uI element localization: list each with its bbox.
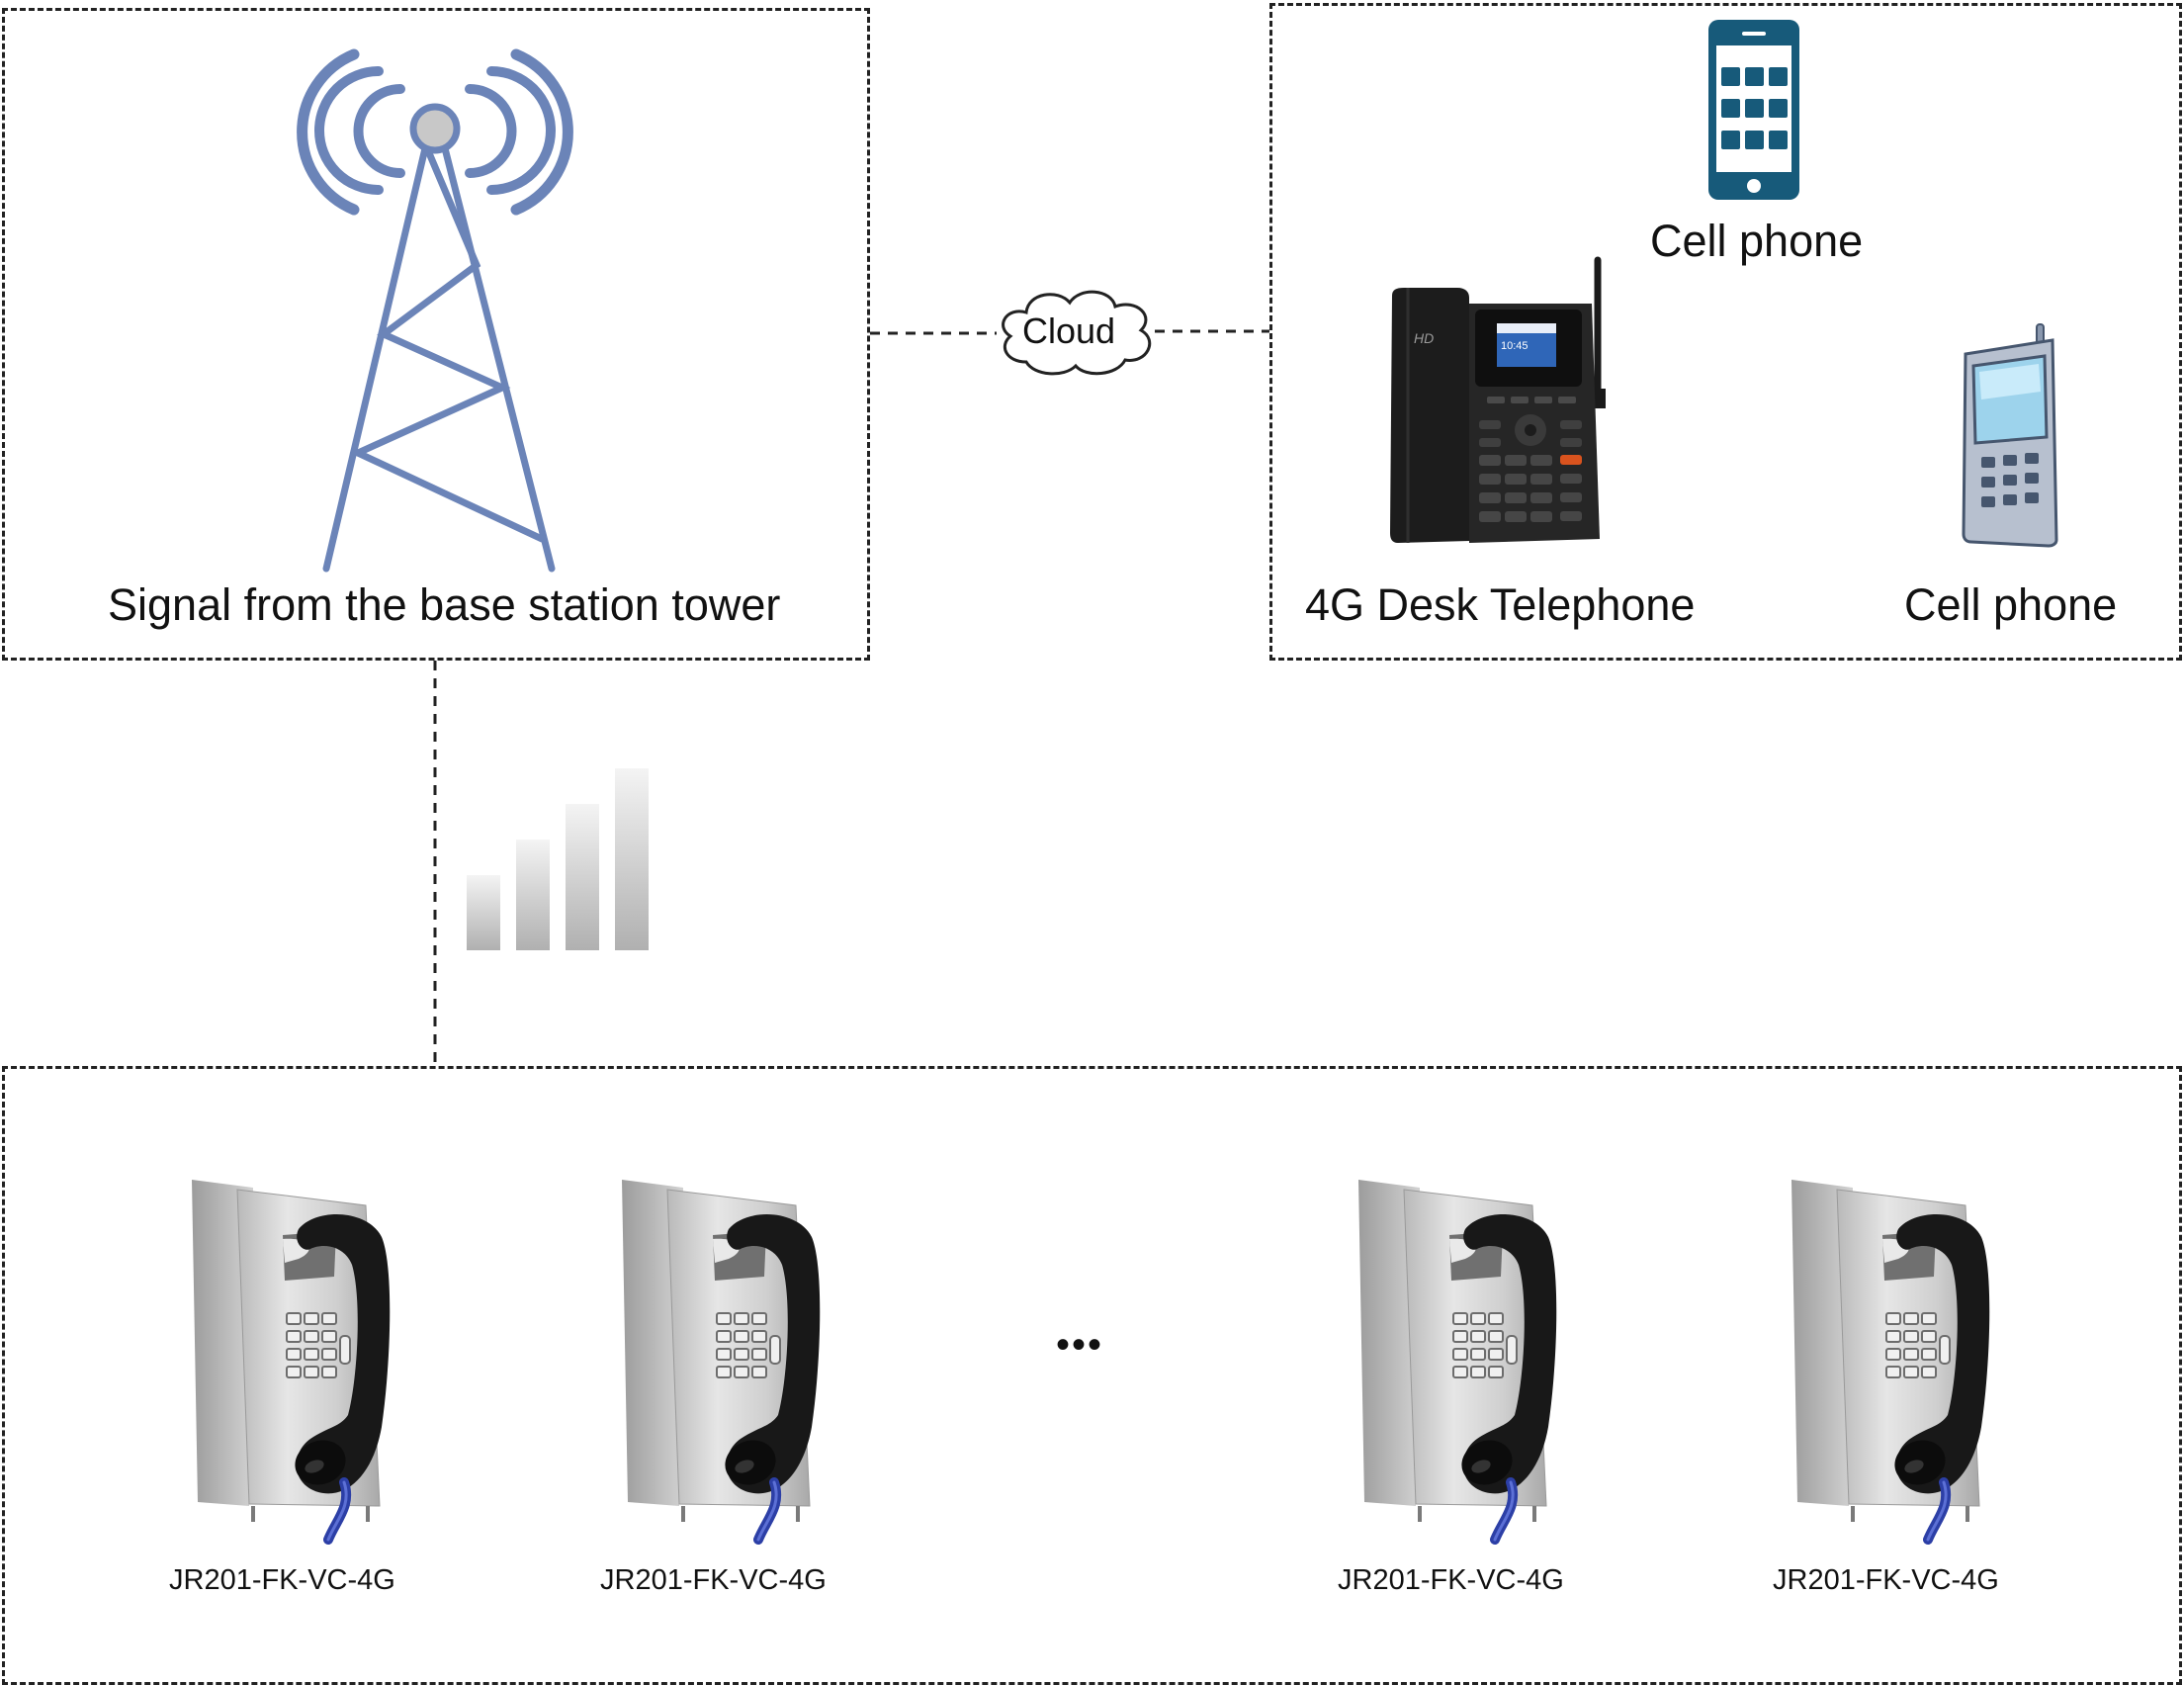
cloud-label: Cloud: [1022, 310, 1116, 351]
emergency-phone-2-label: JR201-FK-VC-4G: [600, 1564, 827, 1596]
base-station-tower-icon: [297, 48, 573, 573]
desk-phone-logo: HD: [1414, 330, 1434, 346]
smartphone-icon: [1708, 20, 1799, 200]
cloud-icon: [1002, 290, 1152, 376]
emergency-phones-group-box: [2, 1066, 2182, 1685]
desk-phone-screen-time: 10:45: [1501, 340, 1529, 352]
signal-strength-icon: [467, 768, 649, 950]
emergency-phone-4-icon: [1788, 1180, 2005, 1546]
emergency-phone-1-label: JR201-FK-VC-4G: [169, 1564, 395, 1596]
devices-group-box: [1269, 3, 2182, 661]
desk-telephone-icon: HD 10:45: [1390, 256, 1606, 543]
smartphone-label: Cell phone: [1650, 216, 1864, 266]
desk-telephone-label: 4G Desk Telephone: [1305, 579, 1696, 630]
tower-group-box: [2, 8, 870, 661]
ellipsis: •••: [1056, 1323, 1104, 1367]
emergency-phone-4-label: JR201-FK-VC-4G: [1773, 1564, 1999, 1596]
feature-phone-label: Cell phone: [1904, 579, 2118, 630]
emergency-phone-3-label: JR201-FK-VC-4G: [1338, 1564, 1564, 1596]
feature-phone-icon: [1962, 323, 2058, 548]
emergency-phone-1-icon: [188, 1180, 405, 1546]
emergency-phone-3-icon: [1354, 1180, 1572, 1546]
tower-label: Signal from the base station tower: [108, 579, 781, 630]
emergency-phone-2-icon: [618, 1180, 835, 1546]
